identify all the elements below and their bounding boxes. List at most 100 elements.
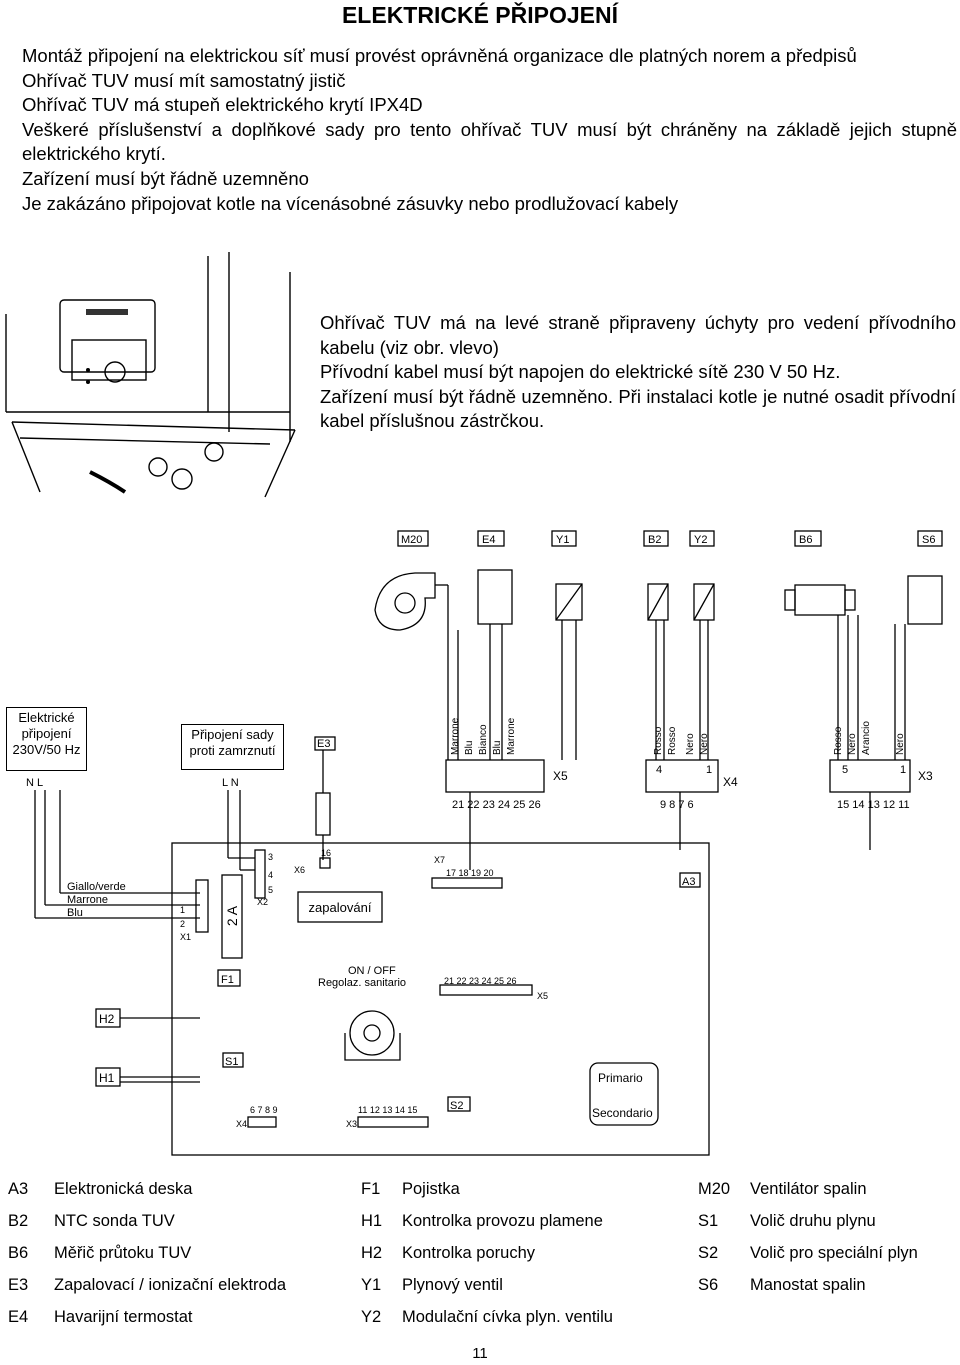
heater-illustration bbox=[5, 252, 296, 498]
wire-x3-4: Nero bbox=[895, 733, 906, 755]
legend-desc: Manostat spalin bbox=[750, 1276, 866, 1294]
legend-desc: NTC sonda TUV bbox=[54, 1212, 175, 1230]
side-p2: Přívodní kabel musí být napojen do elekt… bbox=[320, 361, 841, 383]
wire-x3-1: Rosso bbox=[833, 726, 844, 755]
label-m20: M20 bbox=[401, 534, 422, 546]
legend-desc: Zapalovací / ionizační elektroda bbox=[54, 1276, 287, 1294]
x4-pin-b: 1 bbox=[706, 764, 712, 776]
x3-pin-a: 5 bbox=[842, 764, 848, 776]
wire-x4-4: Nero bbox=[699, 733, 710, 755]
intro-text: Montáž připojení na elektrickou síť musí… bbox=[22, 44, 957, 216]
legend-desc: Volič pro speciální plyn bbox=[750, 1244, 918, 1262]
legend-desc: Pojistka bbox=[402, 1180, 460, 1198]
legend-code: H2 bbox=[361, 1244, 383, 1262]
legend-code: M20 bbox=[698, 1180, 731, 1198]
intro-line-1: Montáž připojení na elektrickou síť musí… bbox=[22, 45, 857, 66]
legend-code: S1 bbox=[698, 1212, 719, 1230]
legend-desc: Havarijní termostat bbox=[54, 1308, 193, 1326]
board-h1: H1 bbox=[99, 1071, 115, 1085]
legend-code: Y1 bbox=[361, 1276, 382, 1294]
legend-code: E3 bbox=[8, 1276, 29, 1294]
board-x5: X5 bbox=[537, 991, 548, 1001]
primario-label: Primario bbox=[598, 1071, 643, 1085]
power-box-line-3: 230V/50 Hz bbox=[12, 742, 81, 757]
legend-code: B6 bbox=[8, 1244, 29, 1262]
label-b6: B6 bbox=[799, 534, 812, 546]
legend-code: S6 bbox=[698, 1276, 719, 1294]
power-box-line-1: Elektrické bbox=[18, 710, 75, 725]
wire-x5-3: Bianco bbox=[478, 724, 489, 755]
legend-desc: Modulační cívka plyn. ventilu bbox=[402, 1308, 613, 1326]
x2-pin-5: 5 bbox=[268, 885, 273, 895]
legend-desc: Volič druhu plynu bbox=[750, 1212, 876, 1230]
legend-code: E4 bbox=[8, 1308, 29, 1326]
antifreeze-box-line-2: proti zamrznutí bbox=[189, 743, 276, 758]
ignition-label: zapalování bbox=[309, 900, 372, 915]
legend-desc: Měřič průtoku TUV bbox=[54, 1244, 192, 1262]
wire-x3-2: Nero bbox=[847, 733, 858, 755]
page-title: ELEKTRICKÉ PŘIPOJENÍ bbox=[341, 2, 619, 28]
wire-brown: Marrone bbox=[67, 894, 108, 906]
label-y1: Y1 bbox=[556, 534, 569, 546]
wire-x4-3: Nero bbox=[685, 733, 696, 755]
board-x6: X6 bbox=[294, 865, 305, 875]
x7-pins: 17 18 19 20 bbox=[446, 868, 494, 878]
legend-code: A3 bbox=[8, 1180, 29, 1198]
x5-pin-numbers: 21 22 23 24 25 26 bbox=[452, 799, 541, 811]
intro-line-3: Ohřívač TUV má stupeň elektrického krytí… bbox=[22, 94, 423, 116]
intro-line-4: Veškeré příslušenství a doplňkové sady p… bbox=[22, 118, 957, 165]
x6-pin: 16 bbox=[321, 848, 331, 858]
wiring-diagram: 2 A zapalování M20 E4 Y1 B2 Y2 B6 S6 Mar… bbox=[26, 530, 943, 1156]
board-x4-pins: 6 7 8 9 bbox=[250, 1105, 278, 1115]
legend-code: F1 bbox=[361, 1180, 381, 1198]
power-connection-box: Elektrické připojení 230V/50 Hz bbox=[6, 707, 87, 771]
connector-x5: X5 bbox=[553, 769, 568, 783]
legend-desc: Ventilátor spalin bbox=[750, 1180, 867, 1198]
wire-blue: Blu bbox=[67, 907, 83, 919]
connector-x3: X3 bbox=[918, 769, 933, 783]
board-x1: X1 bbox=[180, 932, 191, 942]
x4-pin-numbers: 9 8 7 6 bbox=[660, 799, 694, 811]
label-y2: Y2 bbox=[694, 534, 707, 546]
board-f1: F1 bbox=[221, 974, 234, 986]
regolaz-label: Regolaz. sanitario bbox=[318, 977, 406, 989]
intro-line-6: Je zakázáno připojovat kotle na vícenáso… bbox=[22, 192, 679, 214]
wire-x4-2: Rosso bbox=[667, 726, 678, 755]
board-a3: A3 bbox=[682, 876, 695, 888]
board-x4: X4 bbox=[236, 1119, 247, 1129]
wire-x5-1: Marrone bbox=[450, 717, 461, 755]
e3-label: E3 bbox=[317, 738, 330, 750]
board-h2: H2 bbox=[99, 1012, 115, 1026]
legend-code: S2 bbox=[698, 1244, 719, 1262]
page-number: 11 bbox=[472, 1345, 488, 1362]
x2-pin-4: 4 bbox=[268, 870, 273, 880]
label-s6: S6 bbox=[922, 534, 935, 546]
antifreeze-box-line-1: Připojení sady bbox=[191, 727, 274, 742]
fuse-rating: 2 A bbox=[224, 905, 240, 926]
board-x2: X2 bbox=[257, 897, 268, 907]
legend-desc: Plynový ventil bbox=[402, 1276, 503, 1294]
intro-line-5: Zařízení musí být řádně uzemněno bbox=[22, 167, 309, 189]
legend-desc: Elektronická deska bbox=[54, 1180, 193, 1198]
x2-pin-3: 3 bbox=[268, 852, 273, 862]
wire-x5-2: Blu bbox=[464, 741, 475, 755]
x1-pin-1: 1 bbox=[180, 905, 185, 915]
legend-code: H1 bbox=[361, 1212, 383, 1230]
board-s1: S1 bbox=[225, 1056, 238, 1068]
wire-x5-4: Blu bbox=[492, 741, 503, 755]
x3-pin-b: 1 bbox=[900, 764, 906, 776]
side-p3: Zařízení musí být řádně uzemněno. Při in… bbox=[320, 385, 956, 432]
board-x3: X3 bbox=[346, 1119, 357, 1129]
power-box-line-2: připojení bbox=[21, 726, 72, 741]
board-x3-pins: 11 12 13 14 15 bbox=[358, 1105, 417, 1115]
brand-logo bbox=[86, 309, 128, 315]
legend-desc: Kontrolka poruchy bbox=[402, 1244, 535, 1262]
side-p1: Ohřívač TUV má na levé straně připraveny… bbox=[320, 312, 956, 358]
board-x5-pins: 21 22 23 24 25 26 bbox=[444, 976, 517, 986]
x4-pin-a: 4 bbox=[656, 764, 662, 776]
legend-code: B2 bbox=[8, 1212, 29, 1230]
board-s2: S2 bbox=[450, 1100, 463, 1112]
legend-code: Y2 bbox=[361, 1308, 382, 1326]
antifreeze-pins: L N bbox=[222, 777, 239, 789]
mains-pins: N L bbox=[26, 777, 43, 789]
